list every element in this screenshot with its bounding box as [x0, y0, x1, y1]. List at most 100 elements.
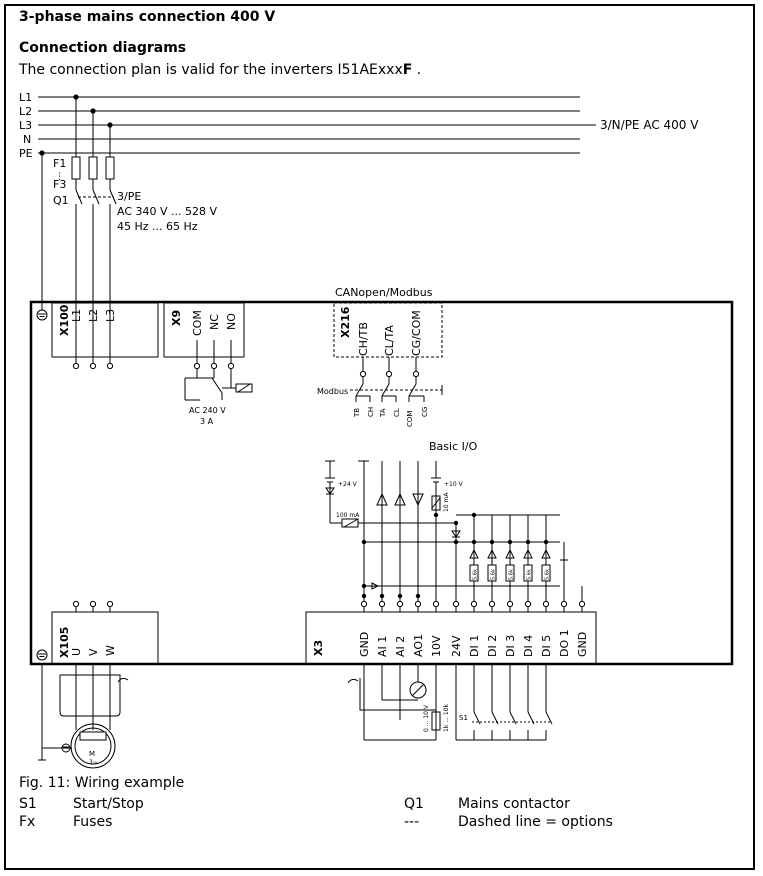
x3-terminal-label: 10V [430, 635, 443, 657]
page-title: 3-phase mains connection 400 V [19, 9, 276, 25]
x100-terminal: L2 [87, 309, 100, 322]
supply-label: 3/N/PE AC 400 V [600, 118, 699, 132]
x3-block [305, 611, 597, 665]
fuse-f1 [71, 156, 81, 180]
x100-label: X100 [58, 304, 71, 336]
x3-label: X3 [312, 640, 325, 656]
legend-value: Mains contactor [458, 796, 570, 812]
motor-label: M [89, 750, 95, 758]
x3-terminal-point [560, 600, 568, 608]
x100-block [51, 302, 159, 358]
intro-text: The connection plan is valid for the inv… [19, 62, 421, 78]
intro-suffix: F [402, 62, 413, 78]
modbus-pin: CH [367, 407, 375, 417]
x9-terminal: NO [225, 313, 238, 330]
x9-block [163, 302, 245, 358]
modbus-label: Modbus [317, 387, 348, 396]
x3-terminal-point [396, 600, 404, 608]
x3-terminal-label: GND [576, 632, 589, 657]
pot-voltage-label: 0 ... 10 V [423, 704, 430, 732]
fuse-label-dots: ⋮ [55, 172, 64, 182]
x3-terminal-point [360, 600, 368, 608]
di-resistor-label: 5.6k [509, 569, 515, 580]
line-label-l2: L2 [19, 105, 32, 118]
x3-terminal-point [488, 600, 496, 608]
legend-key: --- [404, 814, 420, 830]
x100-terminal: L3 [104, 309, 117, 322]
legend-key: Q1 [404, 796, 424, 812]
x9-terminal: NC [208, 314, 221, 330]
x9-label: X9 [170, 310, 183, 326]
x3-terminal-point [524, 600, 532, 608]
bus-label: CANopen/Modbus [335, 286, 433, 299]
x3-terminal-label: DI 5 [540, 635, 553, 657]
modbus-pin: TB [353, 408, 361, 418]
line-label-l1: L1 [19, 91, 32, 104]
x3-terminal-label: DI 2 [486, 635, 499, 657]
x105-block [51, 611, 159, 665]
fuse-f3 [105, 156, 115, 180]
x3-terminal-point [414, 600, 422, 608]
x3-terminal-label: DI 4 [522, 635, 535, 657]
supply-10v-label: +10 V [444, 481, 464, 488]
x216-terminal: CG/COM [410, 310, 423, 356]
x105-terminal: W [104, 645, 117, 656]
current-100ma-label: 100 mA [336, 512, 360, 519]
intro-prefix: The connection plan is valid for the inv… [19, 62, 403, 78]
inverter-supply-label: 3/PE [117, 190, 141, 203]
page-frame [4, 4, 755, 870]
legend-key: S1 [19, 796, 37, 812]
motor: M 3~ [42, 723, 116, 769]
inverter-frequency-label: 45 Hz ... 65 Hz [117, 220, 198, 233]
fuse-label-f1: F1 [53, 157, 66, 170]
modbus-pin: CG [421, 407, 429, 417]
contactor-label-q1: Q1 [53, 194, 69, 207]
line-label-l3: L3 [19, 119, 32, 132]
pe-symbol-top [36, 309, 48, 321]
x9-terminal: COM [191, 310, 204, 336]
x3-terminal-point [578, 600, 586, 608]
ground-symbol [38, 748, 46, 761]
line-label-n: N [23, 133, 31, 146]
x3-terminal-label: 24V [450, 635, 463, 657]
modbus-pin: CL [393, 408, 401, 417]
figure-caption: Fig. 11: Wiring example [19, 775, 185, 791]
x3-terminal-label: DI 3 [504, 635, 517, 657]
legend-value: Dashed line = options [458, 814, 613, 830]
x3-terminal-point [542, 600, 550, 608]
modbus-pin: COM [406, 411, 414, 427]
motor-pe-symbol [61, 743, 71, 753]
x3-terminal-point [378, 600, 386, 608]
line-label-pe: PE [19, 147, 33, 160]
x3-terminal-label: DI 1 [468, 635, 481, 657]
current-10ma-label: 10 mA [443, 492, 450, 512]
legend-value: Fuses [73, 814, 113, 830]
x3-terminal-point [432, 600, 440, 608]
modbus-pin: TA [379, 408, 387, 418]
x100-terminal: L1 [70, 309, 83, 322]
switch-s1-label: S1 [459, 714, 468, 722]
di-resistor-label: 5.6k [527, 569, 533, 580]
x216-block [333, 302, 443, 358]
x3-terminal-label: AO1 [412, 634, 425, 657]
supply-24v-label: +24 V [338, 481, 358, 488]
x3-terminal-label: AI 2 [394, 636, 407, 657]
modbus-connector [350, 377, 443, 402]
x105-terminal: U [70, 648, 83, 656]
external-io-wiring [347, 664, 553, 741]
relay-contacts [184, 369, 253, 401]
x3-terminal-label: DO 1 [558, 629, 571, 657]
x105-terminal: V [87, 648, 100, 656]
fuse-label-f3: F3 [53, 178, 66, 191]
legend-key: Fx [19, 814, 36, 830]
x216-terminal: CH/TB [357, 322, 370, 356]
di-resistor-label: 5.6k [473, 569, 479, 580]
fuse-f2 [88, 156, 98, 180]
x105-label: X105 [58, 627, 71, 658]
pe-symbol-bottom [36, 649, 48, 661]
legend-value: Start/Stop [73, 796, 144, 812]
x3-terminal-label: AI 1 [376, 636, 389, 657]
basic-io-circuit [325, 460, 560, 603]
